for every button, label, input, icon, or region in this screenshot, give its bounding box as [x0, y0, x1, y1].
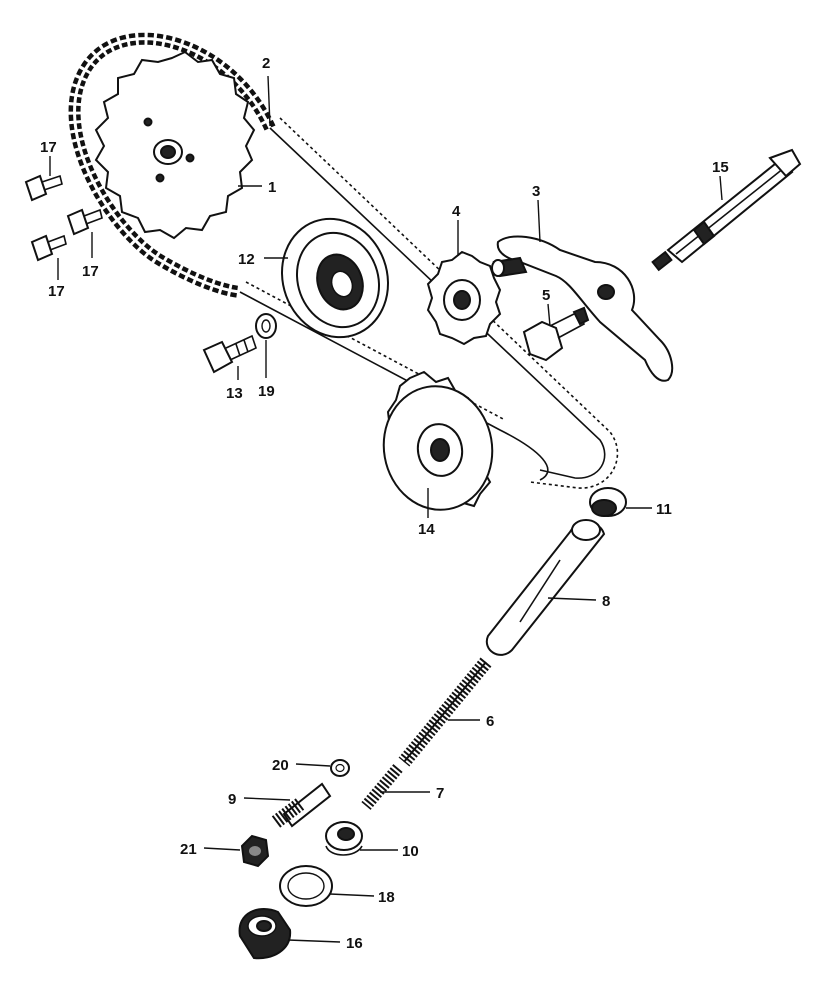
- bolt-17-top: [24, 174, 63, 202]
- callout-9: 9: [228, 791, 291, 808]
- svg-text:11: 11: [656, 501, 672, 518]
- svg-text:12: 12: [238, 251, 255, 268]
- svg-text:17: 17: [82, 263, 99, 280]
- callout-4: 4: [452, 203, 461, 256]
- spring-long: [398, 657, 492, 767]
- guide-roller: [281, 217, 389, 339]
- callout-19: 19: [258, 340, 275, 400]
- adjusting-bolt: [271, 782, 332, 828]
- callout-17-top: 17: [40, 139, 57, 176]
- svg-text:19: 19: [258, 383, 275, 400]
- callout-2: 2: [262, 55, 271, 127]
- bolt-17-bottom: [30, 234, 67, 262]
- svg-text:2: 2: [262, 55, 270, 72]
- callout-21: 21: [180, 841, 241, 858]
- callout-5: 5: [542, 287, 551, 327]
- svg-text:16: 16: [346, 935, 363, 952]
- callout-14: 14: [418, 488, 435, 538]
- callout-7: 7: [380, 785, 444, 802]
- svg-text:1: 1: [268, 179, 276, 196]
- washer-20: [330, 759, 350, 777]
- callout-6: 6: [448, 713, 494, 730]
- tensioner-sprocket: [426, 250, 502, 346]
- svg-text:17: 17: [48, 283, 65, 300]
- o-ring-18: [279, 865, 333, 907]
- sealing-bolt-16: [238, 908, 292, 960]
- tensioner-arm: [491, 235, 674, 382]
- spring-short: [361, 764, 403, 810]
- callout-12: 12: [238, 251, 288, 268]
- svg-text:9: 9: [228, 791, 236, 808]
- svg-text:10: 10: [402, 843, 419, 860]
- nut-21: [240, 834, 270, 868]
- tensioner-shaft: [651, 148, 802, 272]
- svg-text:21: 21: [180, 841, 197, 858]
- svg-text:14: 14: [418, 521, 435, 538]
- callout-10: 10: [360, 843, 419, 860]
- svg-text:13: 13: [226, 385, 243, 402]
- callout-16: 16: [287, 935, 363, 952]
- push-rod: [485, 519, 606, 656]
- callout-20: 20: [272, 757, 331, 774]
- svg-text:18: 18: [378, 889, 395, 906]
- svg-text:15: 15: [712, 159, 729, 176]
- svg-text:6: 6: [486, 713, 494, 730]
- callout-17-bottom: 17: [48, 258, 65, 300]
- callout-11: 11: [626, 501, 672, 518]
- svg-text:7: 7: [436, 785, 444, 802]
- bolt-5: [522, 306, 590, 362]
- callout-8: 8: [547, 593, 610, 610]
- svg-text:4: 4: [452, 203, 461, 220]
- plug-10: [325, 821, 363, 856]
- callout-3: 3: [532, 183, 541, 243]
- svg-text:20: 20: [272, 757, 289, 774]
- callout-1: 1: [238, 179, 276, 196]
- svg-text:5: 5: [542, 287, 550, 304]
- svg-text:17: 17: [40, 139, 57, 156]
- svg-text:3: 3: [532, 183, 540, 200]
- callout-17-mid: 17: [82, 232, 99, 280]
- bolt-13: [202, 334, 257, 374]
- callout-18: 18: [329, 889, 395, 906]
- bolt-17-mid: [66, 208, 103, 236]
- callout-13: 13: [226, 366, 243, 402]
- svg-text:8: 8: [602, 593, 610, 610]
- cam-sprocket: [94, 50, 256, 240]
- washer-19: [255, 313, 277, 339]
- drive-sprocket: [382, 370, 494, 511]
- callout-15: 15: [712, 159, 729, 201]
- cap-11: [589, 487, 627, 517]
